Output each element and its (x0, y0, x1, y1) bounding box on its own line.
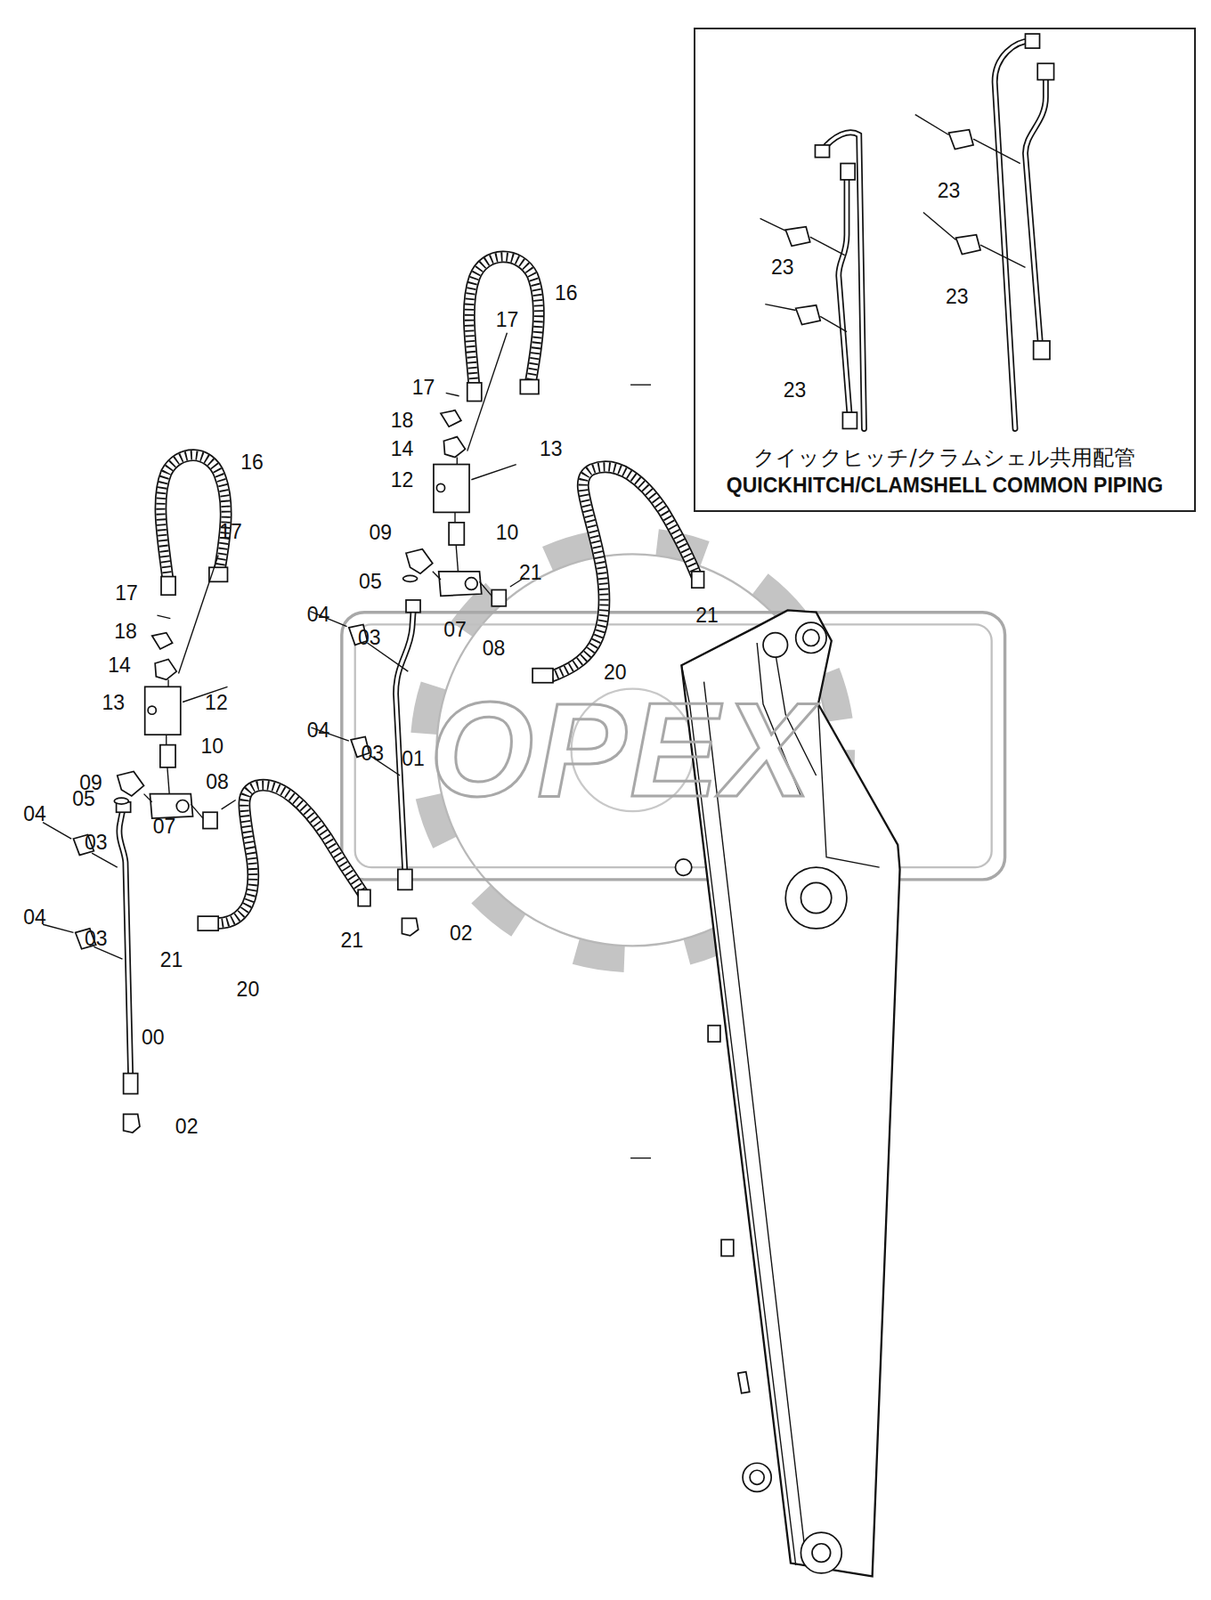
callout-number: 08 (482, 637, 506, 659)
callout-number: 16 (554, 282, 578, 303)
callout-number: 14 (107, 655, 131, 676)
callout-number: 23 (937, 180, 961, 202)
callout-number: 03 (84, 832, 108, 854)
callout-number: 21 (340, 930, 364, 951)
callout-number: 02 (175, 1115, 199, 1137)
hoses (160, 256, 704, 931)
callout-number: 12 (204, 692, 228, 714)
callout-number: 10 (495, 522, 520, 544)
callout-number: 03 (357, 627, 382, 649)
watermark: OPEX (429, 682, 815, 817)
callout-number: 17 (412, 377, 436, 399)
callout-number: 01 (401, 748, 425, 770)
callout-number: 23 (945, 286, 969, 308)
callout-number: 23 (783, 379, 807, 400)
callout-number: 09 (369, 522, 393, 544)
callout-number: 04 (23, 907, 47, 928)
pipes (42, 600, 421, 1133)
callout-number: 21 (160, 950, 184, 971)
callout-number: 16 (240, 452, 264, 473)
callout-number: 13 (101, 692, 125, 714)
callout-number: 07 (443, 618, 467, 640)
japanese-title: クイックヒッチ/クラムシェル共用配管 (753, 443, 1136, 472)
callout-number: 05 (72, 788, 96, 810)
callout-number: 14 (390, 438, 415, 460)
callout-number: 21 (519, 561, 543, 583)
callout-number: 18 (113, 621, 138, 643)
callout-number: 17 (219, 520, 243, 542)
callout-number: 20 (603, 662, 627, 683)
callout-number: 17 (114, 582, 139, 603)
callout-number: 18 (390, 410, 415, 431)
callout-number: 07 (153, 816, 177, 838)
callout-number: 13 (539, 438, 563, 460)
callout-number: 03 (84, 928, 108, 950)
english-title: QUICKHITCH/CLAMSHELL COMMON PIPING (726, 471, 1163, 500)
inset-pipes (760, 33, 1055, 429)
watermark-gear (341, 540, 1006, 960)
callout-number: 12 (390, 469, 415, 490)
callout-number: 20 (236, 979, 261, 1000)
inset-panel: クイックヒッチ/クラムシェル共用配管QUICKHITCH/CLAMSHELL C… (693, 27, 1196, 513)
callout-number: 21 (695, 604, 719, 626)
callout-number: 08 (205, 771, 229, 792)
callout-number: 02 (449, 923, 473, 944)
callout-number: 10 (201, 735, 225, 756)
callout-number: 23 (771, 257, 795, 278)
callout-number: 04 (307, 603, 331, 625)
callout-number: 03 (360, 742, 384, 764)
callout-number: 04 (23, 804, 47, 825)
callout-number: 17 (495, 308, 520, 330)
fittings (403, 333, 525, 607)
callout-number: 04 (307, 720, 331, 741)
callout-number: 00 (141, 1027, 165, 1049)
callout-number: 05 (358, 571, 382, 593)
